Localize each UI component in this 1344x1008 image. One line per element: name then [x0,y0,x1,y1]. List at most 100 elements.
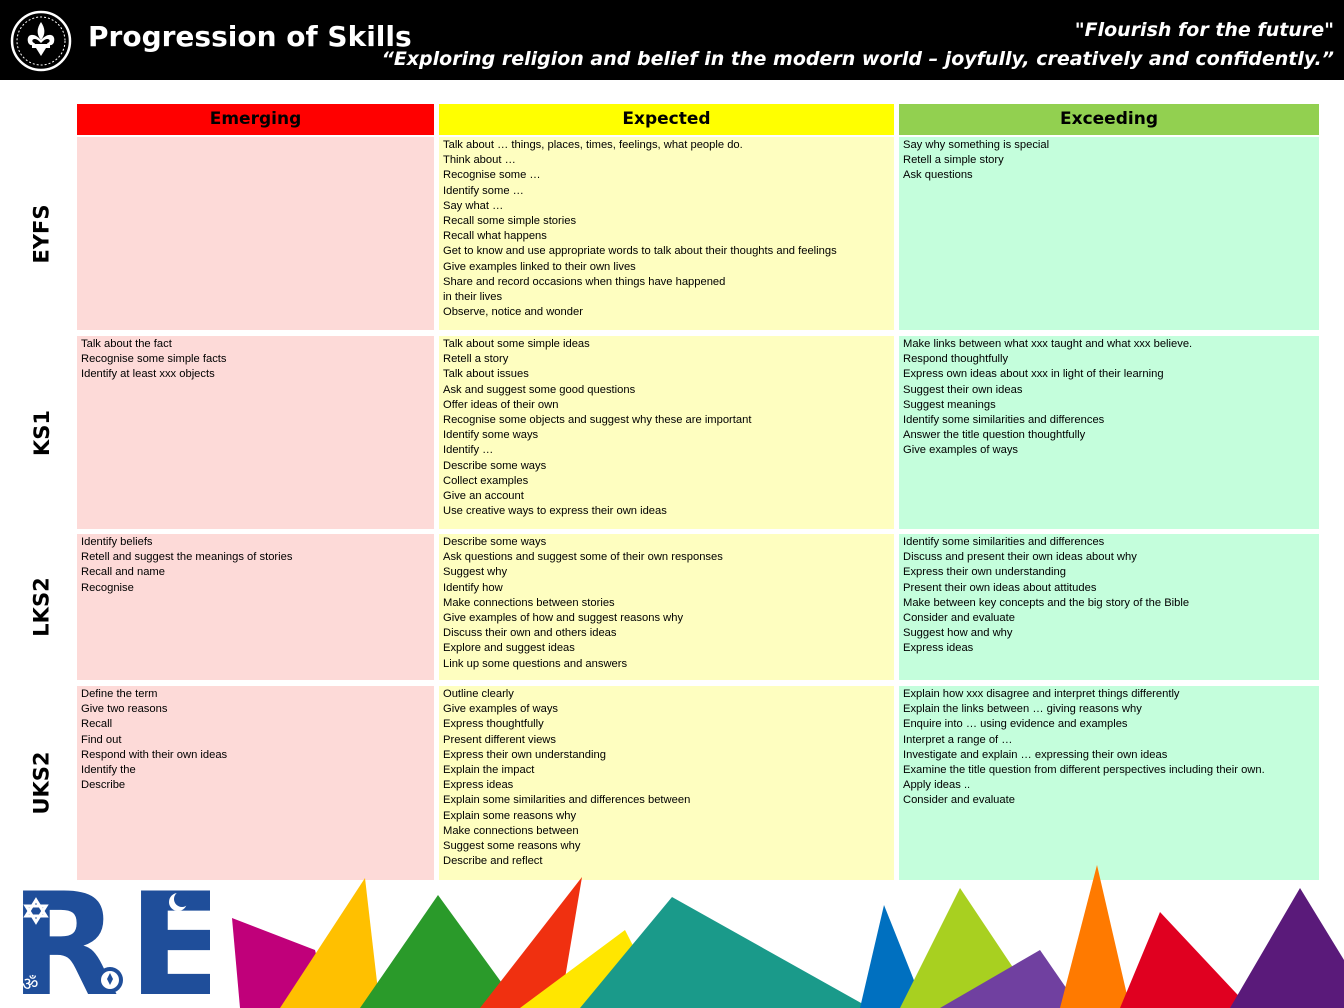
row-label-text: UKS2 [30,751,54,815]
skill-item: Describe and reflect [443,855,543,868]
skill-item: Explain the impact [443,764,535,777]
skill-item: Describe [81,779,126,792]
skill-item: Identify some ways [443,429,539,442]
skill-item: Offer ideas of their own [443,398,559,411]
skill-item: Consider and evaluate [903,794,1015,807]
skill-item: Express ideas [903,642,974,655]
skill-item: in their lives [443,291,503,304]
skill-item: Identify some … [443,184,524,197]
skill-item: Find out [81,733,122,746]
column-header-exceeding: Exceeding [899,104,1319,135]
skill-item: Ask and suggest some good questions [443,383,636,396]
skill-item: Examine the title question from differen… [903,764,1265,777]
skill-list: Make links between what xxx taught and w… [903,337,1315,459]
cell-exceeding: Identify some similarities and differenc… [899,534,1319,680]
skill-item: Explain some similarities and difference… [443,794,691,807]
skill-item: Say what … [443,199,504,212]
row-label: UKS2 [22,686,62,880]
skill-item: Talk about … things, places, times, feel… [443,139,743,151]
skill-item: Express ideas [443,779,514,792]
column-header-expected: Expected [439,104,894,135]
skill-item: Recall [81,718,113,731]
skill-item: Enquire into … using evidence and exampl… [903,718,1128,731]
skill-item: Give examples of how and suggest reasons… [443,612,684,625]
row-label-text: KS1 [30,409,55,456]
skill-item: Describe some ways [443,459,547,472]
skill-item: Give two reasons [81,703,168,716]
skill-item: Explore and suggest ideas [443,642,575,655]
skill-item: Make connections between stories [443,596,615,609]
skill-item: Explain some reasons why [443,809,577,822]
skill-item: Recognise [81,581,134,594]
row-label-text: EYFS [30,203,54,264]
school-crest-icon [10,10,72,72]
skill-item: Discuss their own and others ideas [443,627,617,640]
skill-item: Link up some questions and answers [443,657,628,670]
re-logo: R E ॐ [10,882,210,1002]
skill-item: Collect examples [443,474,529,487]
svg-text:E: E [128,882,210,1002]
motto: "Flourish for the future" “Exploring rel… [382,16,1334,74]
skill-item: Talk about issues [443,368,529,381]
skill-item: Retell and suggest the meanings of stori… [81,551,293,564]
skill-item: Recall what happens [443,230,547,243]
skill-item: Identify at least xxx objects [81,368,215,381]
skill-item: Outline clearly [443,688,514,700]
svg-text:ॐ: ॐ [22,974,38,995]
skill-item: Interpret a range of … [903,733,1013,746]
skill-item: Recognise some simple facts [81,353,227,366]
skill-item: Discuss and present their own ideas abou… [903,551,1137,564]
skill-item: Share and record occasions when things h… [443,275,726,288]
skill-item: Give examples linked to their own lives [443,260,636,273]
skill-item: Define the term [81,688,158,700]
skill-item: Recognise some … [443,169,541,182]
skill-item: Describe some ways [443,536,547,548]
skill-item: Present different views [443,733,556,746]
skill-item: Ask questions and suggest some of their … [443,551,723,564]
skill-item: Talk about the fact [81,338,172,350]
skill-item: Make between key concepts and the big st… [903,596,1190,609]
skill-item: Ask questions [903,169,973,182]
skill-item: Give examples of ways [443,703,559,716]
row-label-text: LKS2 [30,577,55,637]
header-bar: Progression of Skills "Flourish for the … [0,0,1344,80]
skill-item: Respond with their own ideas [81,748,228,761]
skill-item: Answer the title question thoughtfully [903,429,1086,442]
skill-item: Use creative ways to express their own i… [443,505,667,518]
row-label: KS1 [22,336,62,529]
skill-item: Give an account [443,490,524,503]
skill-item: Identify how [443,581,503,594]
cell-expected: Talk about … things, places, times, feel… [439,137,894,330]
skill-item: Retell a story [443,353,509,366]
skill-item: Observe, notice and wonder [443,306,583,319]
skill-item: Express their own understanding [443,748,606,761]
skill-item: Suggest some reasons why [443,840,581,853]
skill-item: Consider and evaluate [903,612,1015,625]
skill-item: Recall and name [81,566,165,579]
skill-item: Respond thoughtfully [903,353,1009,366]
skill-item: Make connections between [443,824,579,837]
skill-item: Explain the links between … giving reaso… [903,703,1142,716]
skill-item: Express own ideas about xxx in light of … [903,368,1164,381]
page-title: Progression of Skills [88,20,412,53]
motto-line-2: “Exploring religion and belief in the mo… [381,48,1334,70]
skill-item: Make links between what xxx taught and w… [903,338,1193,350]
skill-item: Give examples of ways [903,444,1019,457]
skill-item: Think about … [443,154,516,167]
skill-item: Identify beliefs [81,536,153,548]
skill-item: Present their own ideas about attitudes [903,581,1097,594]
skill-item: Express their own understanding [903,566,1066,579]
